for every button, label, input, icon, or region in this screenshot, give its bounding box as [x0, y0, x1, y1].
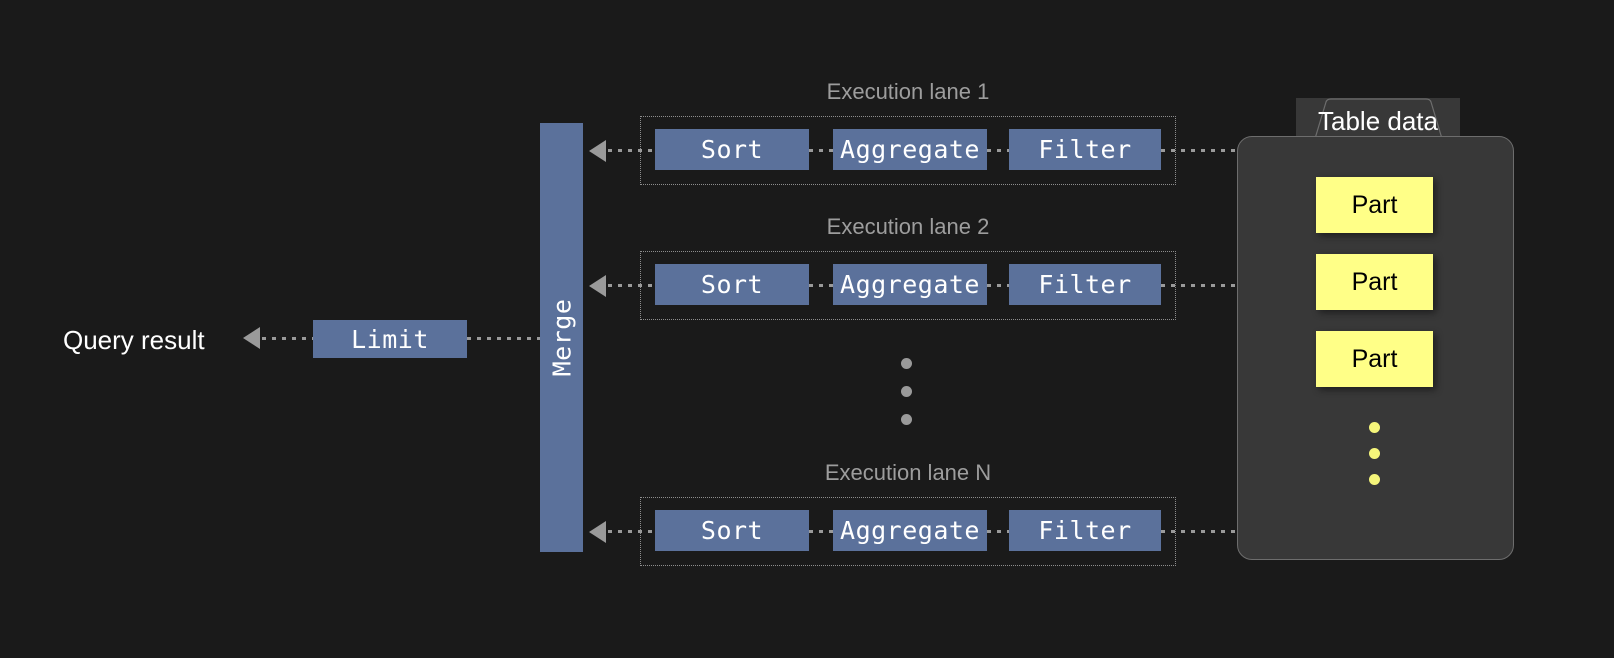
operator-filter-lane-2[interactable]: Filter: [1009, 264, 1161, 305]
table-part-1[interactable]: Part: [1316, 177, 1433, 233]
connector-lane1-to-table: [1161, 149, 1238, 152]
table-part-2[interactable]: Part: [1316, 254, 1433, 310]
connector-sort-aggregate-1: [809, 149, 833, 152]
table-part-3[interactable]: Part: [1316, 331, 1433, 387]
operator-aggregate-lane-2[interactable]: Aggregate: [833, 264, 987, 305]
connector-aggregate-filter-2: [987, 284, 1009, 287]
query-result-label: Query result: [63, 325, 205, 355]
lane-label-1: Execution lane 1: [826, 79, 990, 104]
connector-lanen-to-table: [1161, 530, 1238, 533]
operator-limit[interactable]: Limit: [313, 320, 467, 358]
lane-ellipsis-dot-3: [901, 414, 912, 425]
connector-sort-aggregate-2: [809, 284, 833, 287]
connector-lanen-to-merge: [608, 530, 655, 533]
connector-aggregate-filter-n: [987, 530, 1009, 533]
lane-n-arrow-icon: [589, 521, 606, 543]
operator-filter-lane-n[interactable]: Filter: [1009, 510, 1161, 551]
table-part-ellipsis-dot-1: [1369, 422, 1380, 433]
lane-ellipsis-dot-1: [901, 358, 912, 369]
operator-aggregate-lane-n[interactable]: Aggregate: [833, 510, 987, 551]
lane-label-2: Execution lane 2: [826, 214, 990, 239]
table-data-tab: [1296, 98, 1460, 142]
table-data-title: Table data: [1318, 106, 1438, 136]
lane-2-arrow-icon: [589, 275, 606, 297]
lane-ellipsis-dot-2: [901, 386, 912, 397]
connector-merge-to-limit: [467, 337, 540, 340]
operator-sort-lane-2[interactable]: Sort: [655, 264, 809, 305]
operator-sort-lane-n[interactable]: Sort: [655, 510, 809, 551]
table-part-ellipsis-dot-2: [1369, 448, 1380, 459]
table-data-tab-shape: [1313, 98, 1444, 142]
operator-merge[interactable]: Merge: [540, 123, 583, 552]
connector-limit-to-result: [262, 337, 313, 340]
operator-aggregate-lane-1[interactable]: Aggregate: [833, 129, 987, 170]
operator-sort-lane-1[interactable]: Sort: [655, 129, 809, 170]
connector-lane2-to-table: [1161, 284, 1238, 287]
connector-aggregate-filter-1: [987, 149, 1009, 152]
connector-lane1-to-merge: [608, 149, 655, 152]
lane-1-arrow-icon: [589, 140, 606, 162]
operator-filter-lane-1[interactable]: Filter: [1009, 129, 1161, 170]
lane-label-n: Execution lane N: [824, 460, 992, 485]
table-part-ellipsis-dot-3: [1369, 474, 1380, 485]
connector-lane2-to-merge: [608, 284, 655, 287]
merge-label: Merge: [547, 298, 577, 377]
connector-sort-aggregate-n: [809, 530, 833, 533]
query-result-arrow-icon: [243, 327, 260, 349]
